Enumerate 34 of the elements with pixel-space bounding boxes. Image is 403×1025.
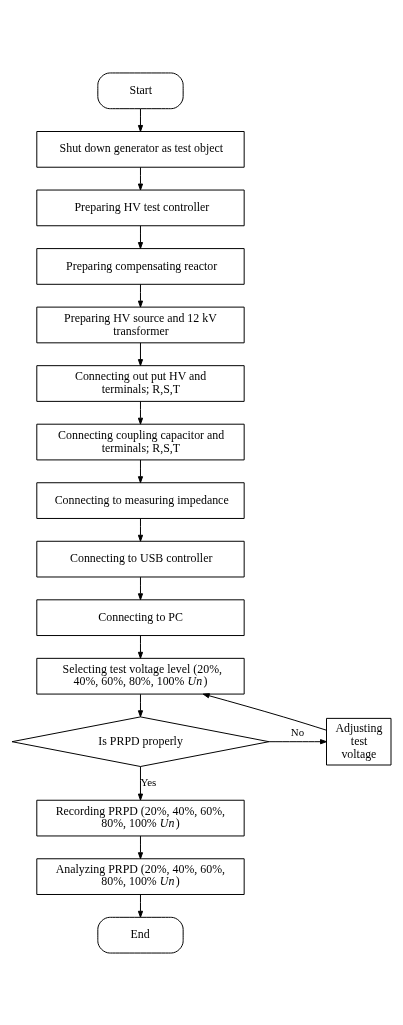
node-box: Preparing HV source and 12 kV transformer [36,306,245,343]
arrow [137,341,144,366]
arrow [268,738,327,744]
arrow [137,835,144,859]
arrow [137,893,144,918]
node-box: Recording PRPD (20%, 40%, 60%, 80%, 100% Un) [36,799,245,836]
edge-label: Yes [140,775,157,788]
node-box: Connecting coupling capacitor and terminals; R,S,T [36,423,245,460]
node-box: Preparing HV test controller [36,189,245,226]
node-box: Shut down generator as test object [36,130,245,168]
arrow [202,692,327,731]
arrow [137,107,144,132]
arrow [137,693,144,717]
node-box: Connecting to measuring impedance [36,481,245,519]
node-box: Start [97,71,184,109]
arrow [137,634,144,659]
arrow [137,400,144,425]
arrow [137,765,144,801]
arrow [137,166,144,190]
arrow [137,576,144,600]
arrow [137,459,144,483]
node-box: Preparing compensating reactor [36,247,245,285]
node-box: Connecting out put HV and terminals; R,S,T [36,364,245,402]
node-box: Selecting test voltage level (20%, 40%, 60%, 80%, 100% Un) [36,657,245,695]
node-diamond: Is PRPD properly [11,715,270,767]
edge-label: No [290,725,305,738]
arrow [137,283,144,308]
node-box: Connecting to PC [36,598,245,636]
node-box: End [97,916,184,954]
node-box: Connecting to USB controller [36,540,245,577]
arrow [137,517,144,542]
node-box: Adjusting test voltage [326,717,392,765]
arrow [137,224,144,249]
node-box: Analyzing PRPD (20%, 40%, 60%, 80%, 100% Un) [36,857,245,895]
